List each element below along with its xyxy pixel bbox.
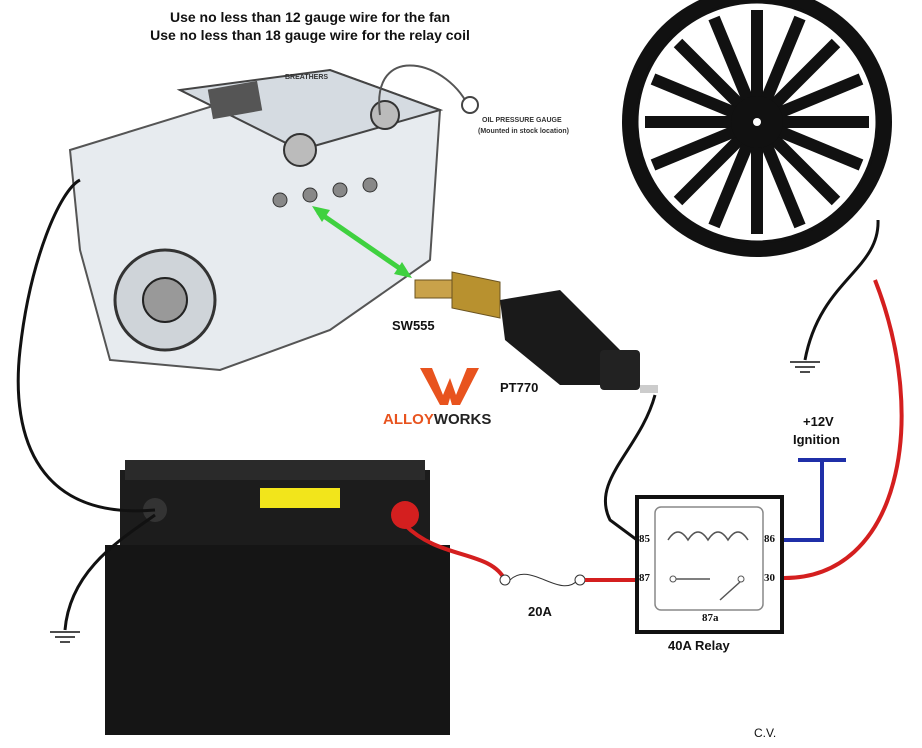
fuse-link <box>509 573 579 587</box>
relay-to-fan-wire <box>781 279 904 581</box>
electric-fan <box>622 0 892 257</box>
connector-label: PT770 <box>500 380 539 395</box>
signature: C.V. <box>754 726 777 740</box>
fuse-label: 20A <box>528 604 552 619</box>
logo-text-alloy: ALLOY <box>383 411 434 428</box>
ignition-label-bottom: Ignition <box>793 432 840 447</box>
connector-pt770 <box>500 290 658 393</box>
ignition-label-top: +12V <box>803 414 834 429</box>
ground-wire-engine <box>16 178 156 513</box>
instruction-relay-wire: Use no less than 18 gauge wire for the r… <box>150 27 470 43</box>
temperature-sender <box>414 271 501 319</box>
logo-text: ALLOYWORKS <box>383 411 491 428</box>
sensor-to-relay-wire <box>603 394 657 542</box>
fan-ground-wire <box>803 219 880 361</box>
ground-wire-battery <box>63 513 156 631</box>
ground-symbol <box>50 361 820 643</box>
terminal-85: 85 <box>639 533 650 545</box>
terminal-87: 87 <box>639 572 650 584</box>
oil-gauge-label: OIL PRESSURE GAUGE <box>482 117 562 124</box>
terminal-86: 86 <box>764 533 775 545</box>
sensor-location-arrow <box>312 206 412 278</box>
terminal-87a: 87a <box>702 612 719 624</box>
relay <box>635 495 784 634</box>
oil-gauge-note: (Mounted in stock location) <box>478 128 569 135</box>
ignition-wire <box>782 460 824 542</box>
instructions: Use no less than 12 gauge wire for the f… <box>0 8 922 44</box>
logo-text-works: WORKS <box>433 411 492 428</box>
relay-label: 40A Relay <box>668 638 730 653</box>
alloyworks-logo <box>420 368 479 405</box>
terminal-30: 30 <box>764 572 775 584</box>
sender-label: SW555 <box>392 318 435 333</box>
instruction-fan-wire: Use no less than 12 gauge wire for the f… <box>169 9 451 25</box>
breathers-label: BREATHERS <box>285 74 329 81</box>
battery <box>105 460 450 735</box>
engine-illustration <box>68 64 479 372</box>
